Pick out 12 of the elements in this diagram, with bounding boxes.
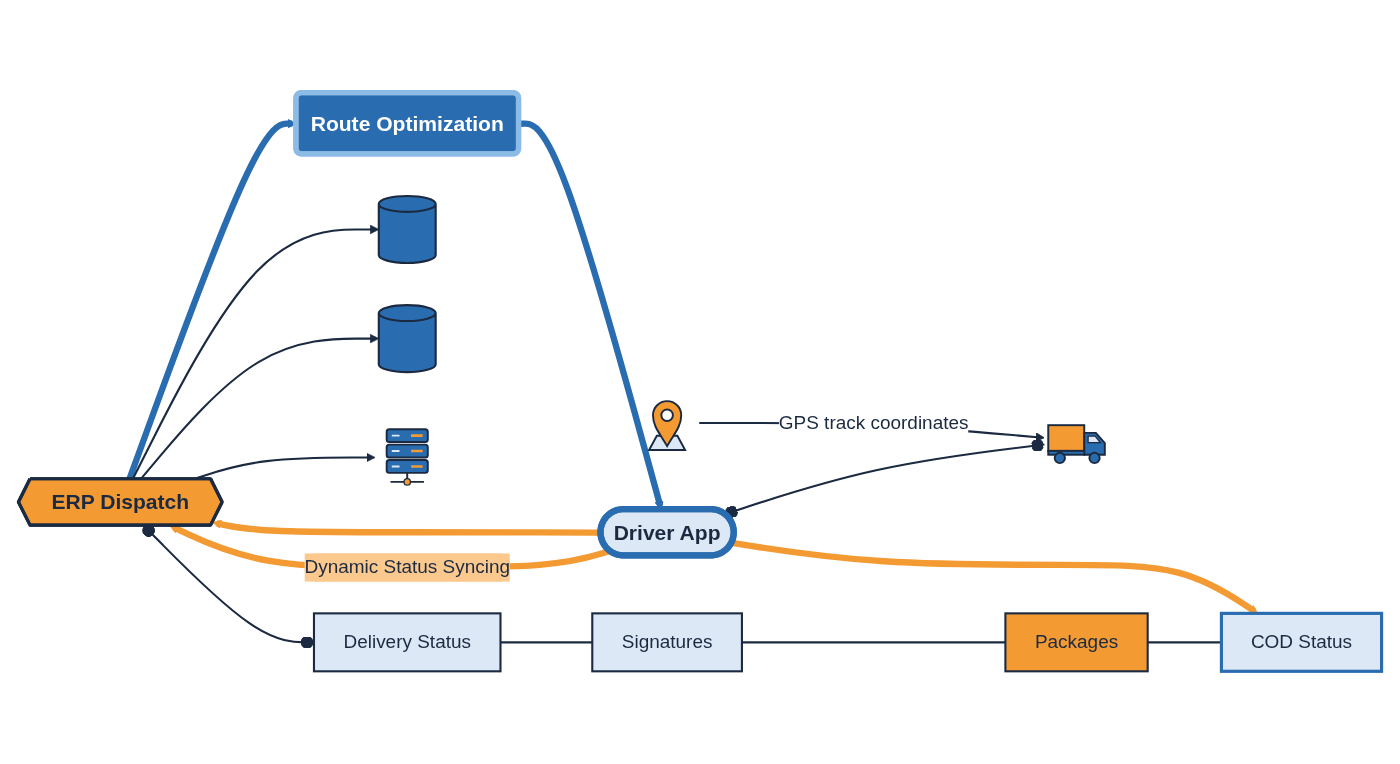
node-cylinder — [377, 304, 437, 374]
arrow — [731, 539, 1259, 614]
connector — [500, 641, 593, 644]
node-box: Packages — [1004, 612, 1149, 673]
node-cylinder — [377, 194, 437, 264]
node-box: Delivery Status — [312, 612, 502, 673]
node-box: Signatures — [591, 612, 743, 673]
connector — [741, 641, 1006, 644]
connector — [724, 439, 1045, 519]
edge-label: Dynamic Status Syncing — [304, 556, 510, 578]
edge-label: GPS track coordinates — [778, 411, 969, 433]
node-box: COD Status — [1219, 611, 1384, 673]
